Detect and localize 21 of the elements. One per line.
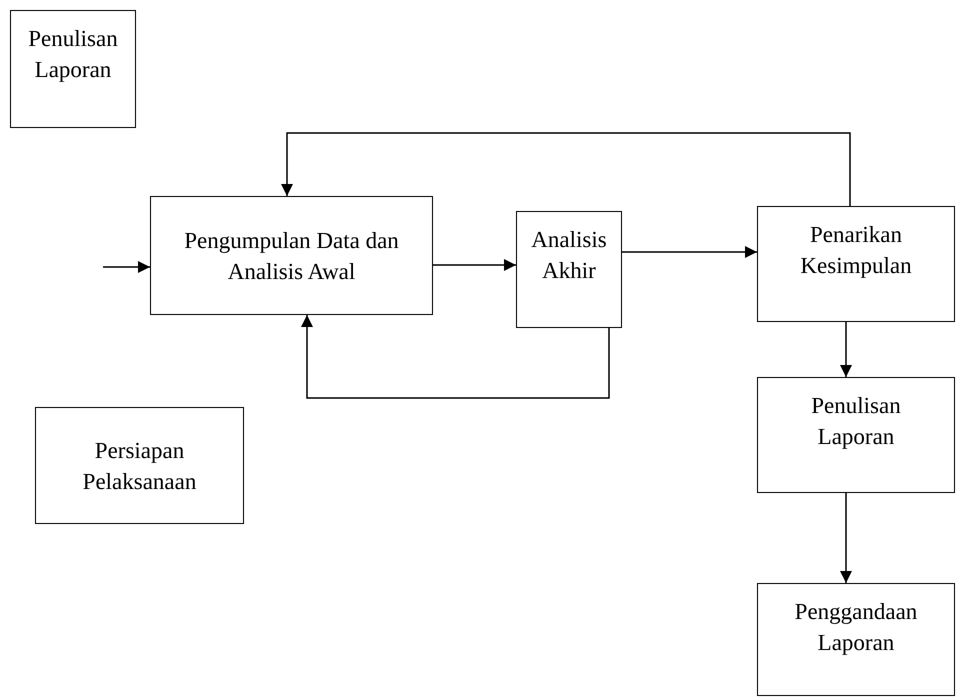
box-label: Penarikan Kesimpulan [799,221,913,280]
arrow [622,246,757,258]
arrow [301,315,610,399]
process-box [757,206,955,322]
arrow [840,322,852,377]
process-box [757,377,955,493]
box-label: Penulisan Laporan [810,392,902,451]
process-box [10,10,136,128]
box-label: Pengumpulan Data dan Analisis Awal [183,226,400,286]
box-label: Persiapan Pelaksanaan [82,436,198,496]
arrow [281,132,851,206]
arrow [103,261,150,273]
box-label: Analisis Akhir [530,226,608,285]
process-box [150,196,433,315]
process-box [757,583,955,696]
process-box [35,407,244,524]
box-label: Penulisan Laporan [27,25,119,84]
arrow [840,493,852,583]
arrow [433,259,516,271]
box-label: Penggandaan Laporan [794,598,918,657]
process-box [516,211,622,328]
